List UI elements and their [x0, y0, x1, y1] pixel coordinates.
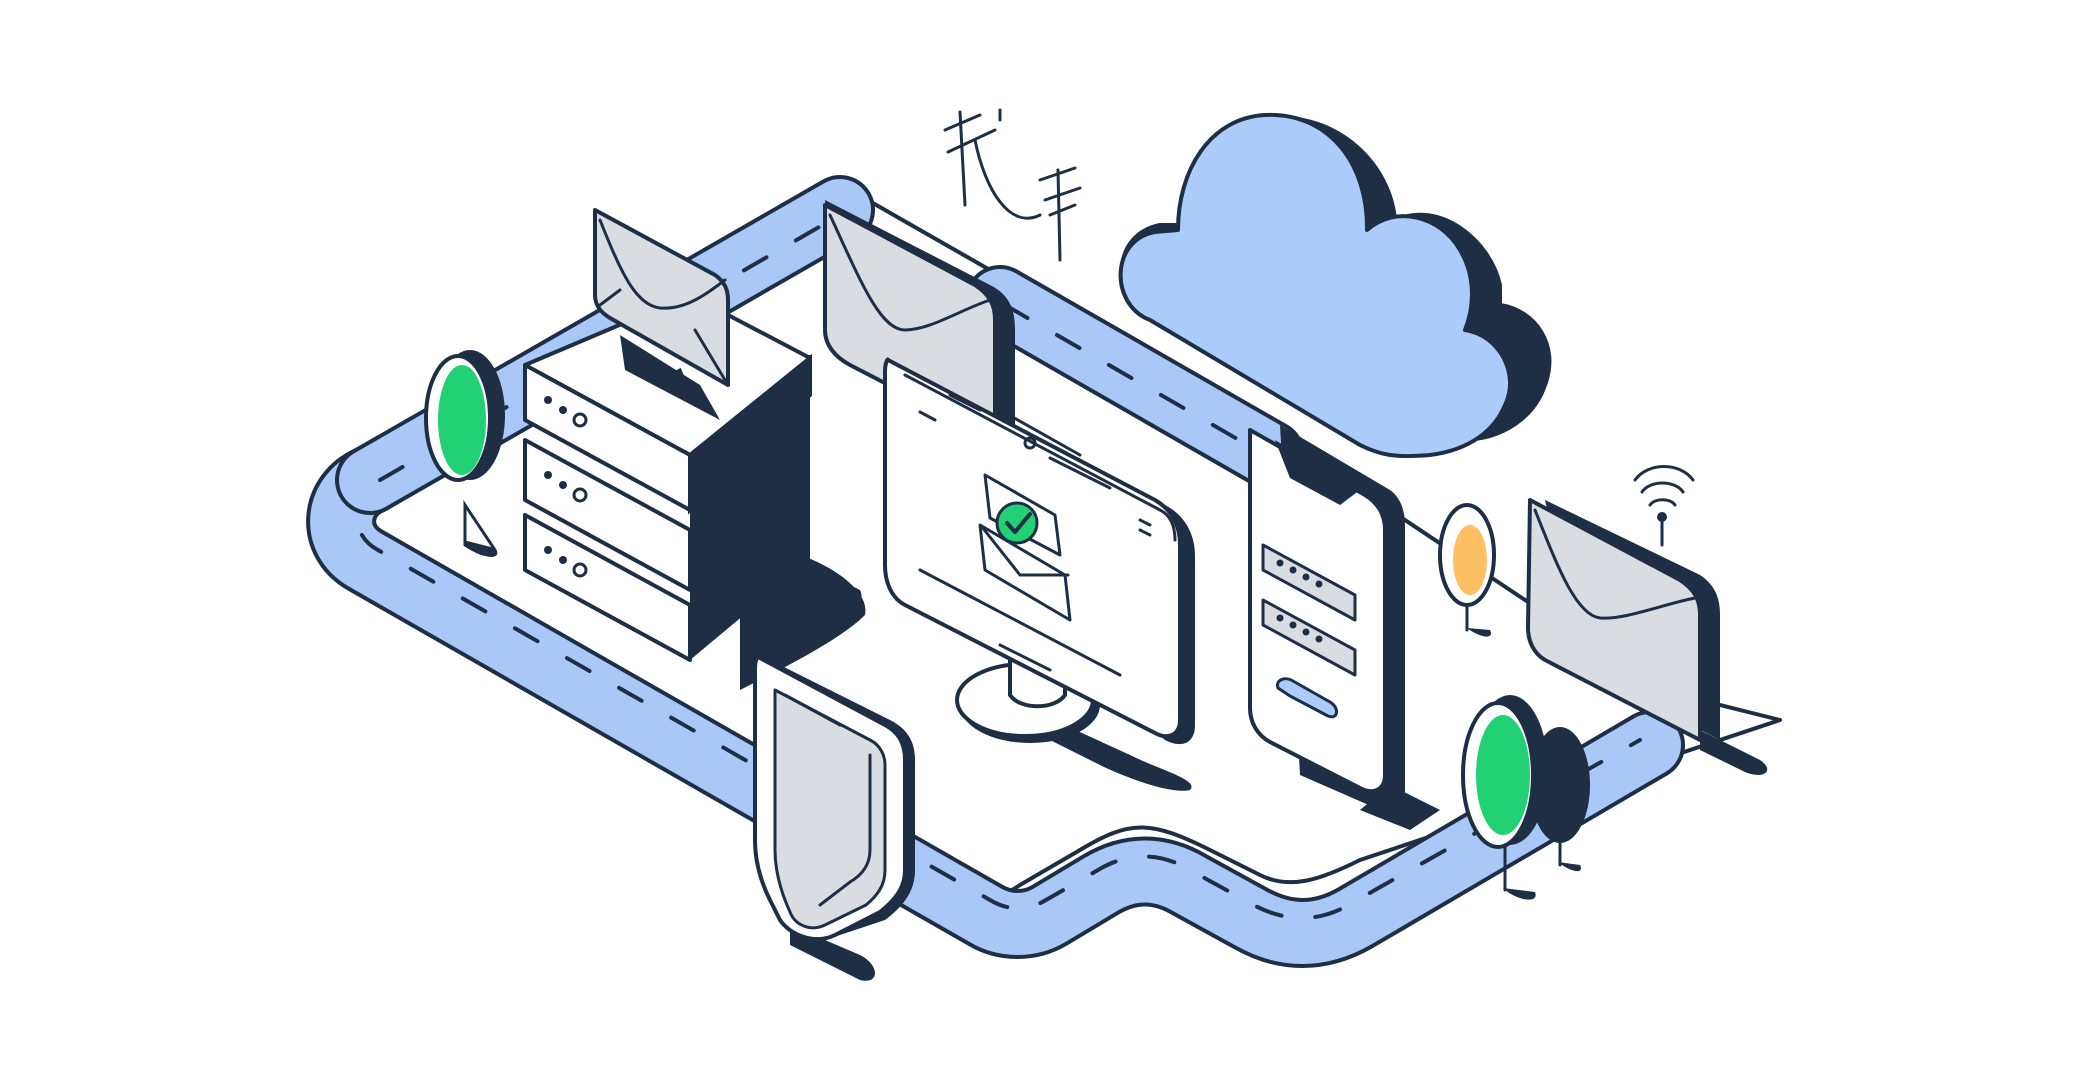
monitor: [883, 357, 1195, 791]
wifi-icon: [1633, 465, 1695, 547]
envelope-right: [1526, 498, 1768, 775]
bird-icon: [1038, 166, 1082, 262]
tree-left: [424, 350, 505, 557]
server-unit-2: [523, 430, 810, 592]
bird-icon: [943, 108, 1042, 220]
server-unit-3: [523, 510, 810, 662]
password-field-2: [1261, 598, 1357, 677]
birds: [943, 108, 1082, 262]
login-button: [1275, 677, 1338, 719]
envelope-on-server: [593, 208, 730, 420]
verified-email-envelope: [978, 473, 1072, 622]
server-rack: [523, 208, 866, 690]
smartphone: [1248, 425, 1440, 830]
check-icon: [995, 501, 1039, 545]
cloud: [1118, 112, 1552, 459]
tree-orange: [1438, 503, 1496, 637]
shield-icon: [753, 655, 915, 981]
tree-green-right: [1461, 695, 1548, 900]
password-field-1: [1261, 543, 1357, 622]
